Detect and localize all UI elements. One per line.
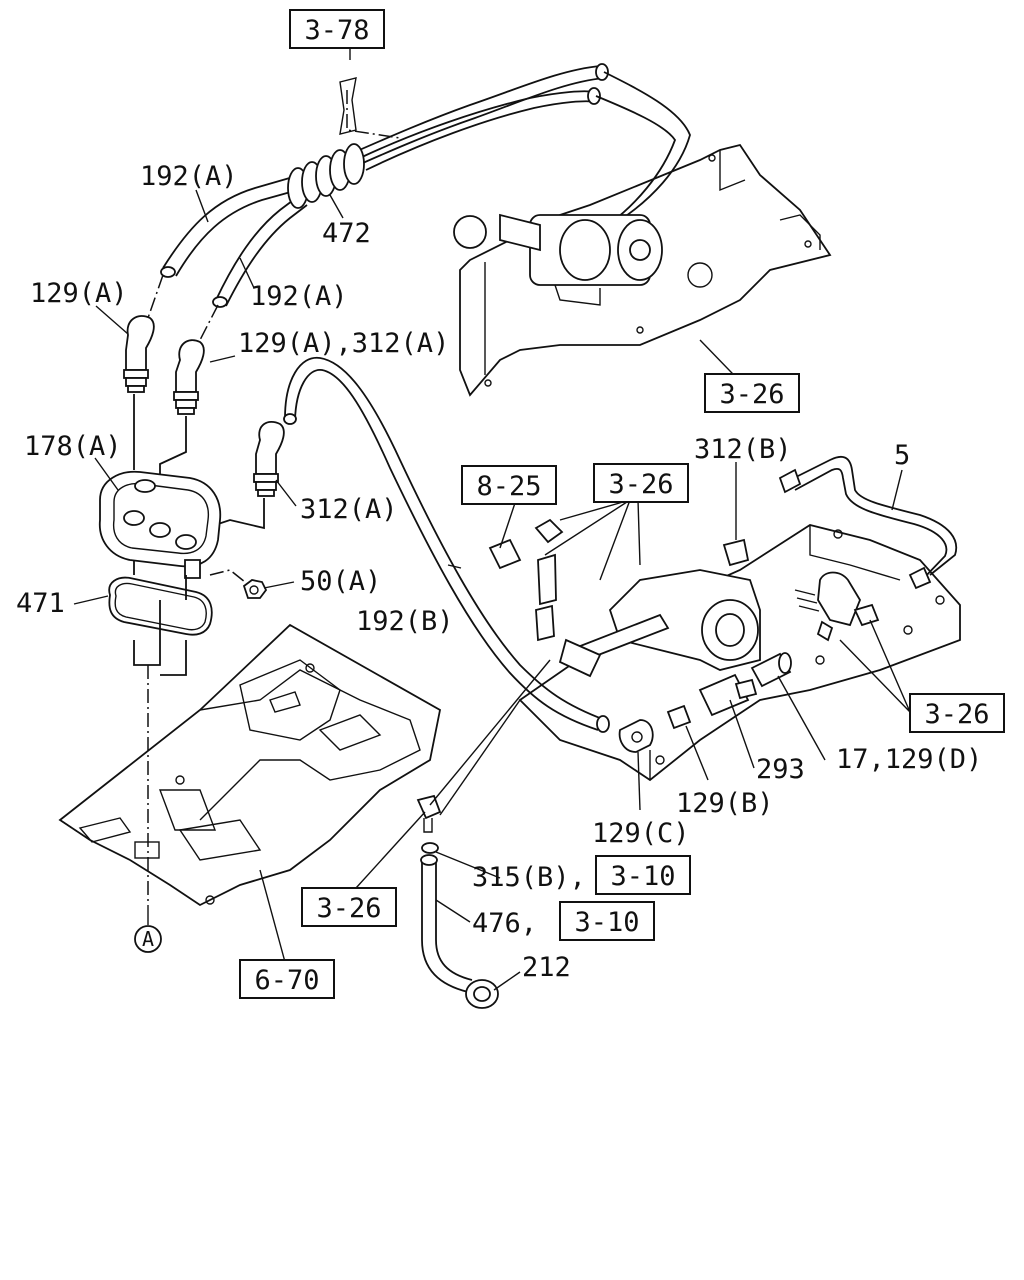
reference-box-3-10: 3-10 xyxy=(559,901,655,941)
pump-bracket-top xyxy=(453,143,832,397)
reference-box-frame xyxy=(595,855,691,895)
hose-192b xyxy=(283,357,610,733)
reference-box-6-70: 6-70 xyxy=(239,959,335,999)
sleeve-17 xyxy=(750,652,792,688)
fitting-8-25 xyxy=(488,518,564,642)
reference-box-frame xyxy=(301,887,397,927)
hose-clip-sketch xyxy=(339,77,357,135)
reference-label: 3-10 xyxy=(574,907,639,938)
sender-293 xyxy=(698,673,758,717)
callout-5: 5 xyxy=(894,440,910,471)
reference-box-3-26: 3-26 xyxy=(909,693,1005,733)
callout-17-129d: 17,129(D) xyxy=(836,744,982,775)
callout-50a: 50(A) xyxy=(300,566,381,597)
callout-192a-2: 192(A) xyxy=(250,281,348,312)
hose-476 xyxy=(416,794,499,1009)
callout-293: 293 xyxy=(756,754,805,785)
connector-129a-312a xyxy=(173,339,205,415)
reference-box-frame xyxy=(559,901,655,941)
cover-plate-178a xyxy=(98,470,222,579)
hose-192a-assembly xyxy=(160,63,691,308)
reference-box-frame xyxy=(239,959,335,999)
elbow-129c xyxy=(618,719,654,753)
callout-471: 471 xyxy=(16,588,65,619)
reference-box-frame xyxy=(289,9,385,49)
callout-472: 472 xyxy=(322,218,371,249)
callout-129c: 129(C) xyxy=(592,818,690,849)
reference-box-3-78: 3-78 xyxy=(289,9,385,49)
callout-129b: 129(B) xyxy=(676,788,774,819)
reference-box-3-26: 3-26 xyxy=(704,373,800,413)
gasket-471 xyxy=(108,576,213,636)
reference-circle-a xyxy=(134,925,162,953)
reference-label: 3-78 xyxy=(304,15,369,46)
callout-192a-1: 192(A) xyxy=(140,161,238,192)
reference-label: 8-25 xyxy=(476,471,541,502)
reference-label: 3-26 xyxy=(924,699,989,730)
callout-312b: 312(B) xyxy=(694,434,792,465)
reference-box-frame xyxy=(909,693,1005,733)
reference-box-frame xyxy=(704,373,800,413)
grommet-212 xyxy=(465,979,499,1009)
reference-label: 3-26 xyxy=(316,893,381,924)
reference-label: 6-70 xyxy=(254,965,319,996)
reference-box-3-26: 3-26 xyxy=(593,463,689,503)
reference-box-frame xyxy=(593,463,689,503)
connector-312a xyxy=(253,420,285,497)
callout-315b: 315(B), xyxy=(472,862,586,893)
callout-476: 476, xyxy=(472,908,537,939)
reference-box-3-10: 3-10 xyxy=(595,855,691,895)
callout-178a: 178(A) xyxy=(24,431,122,462)
reference-label: 3-26 xyxy=(719,379,784,410)
sleeve-472 xyxy=(287,143,365,209)
callout-212: 212 xyxy=(522,952,571,983)
reference-box-3-26: 3-26 xyxy=(301,887,397,927)
reference-box-frame xyxy=(461,465,557,505)
callout-a: A xyxy=(142,927,154,951)
reference-box-8-25: 8-25 xyxy=(461,465,557,505)
callout-129a: 129(A) xyxy=(30,278,128,309)
callout-192b: 192(B) xyxy=(356,606,454,637)
callout-129a-312a: 129(A),312(A) xyxy=(238,328,449,359)
nut-50a xyxy=(242,579,268,599)
callout-312a: 312(A) xyxy=(300,494,398,525)
floor-panel-6-70 xyxy=(58,623,442,907)
fitting-129b xyxy=(666,704,692,730)
right-bracket-assembly xyxy=(488,455,961,782)
reference-label: 3-26 xyxy=(608,469,673,500)
reference-label: 3-10 xyxy=(610,861,675,892)
connector-129a-left xyxy=(123,315,155,393)
